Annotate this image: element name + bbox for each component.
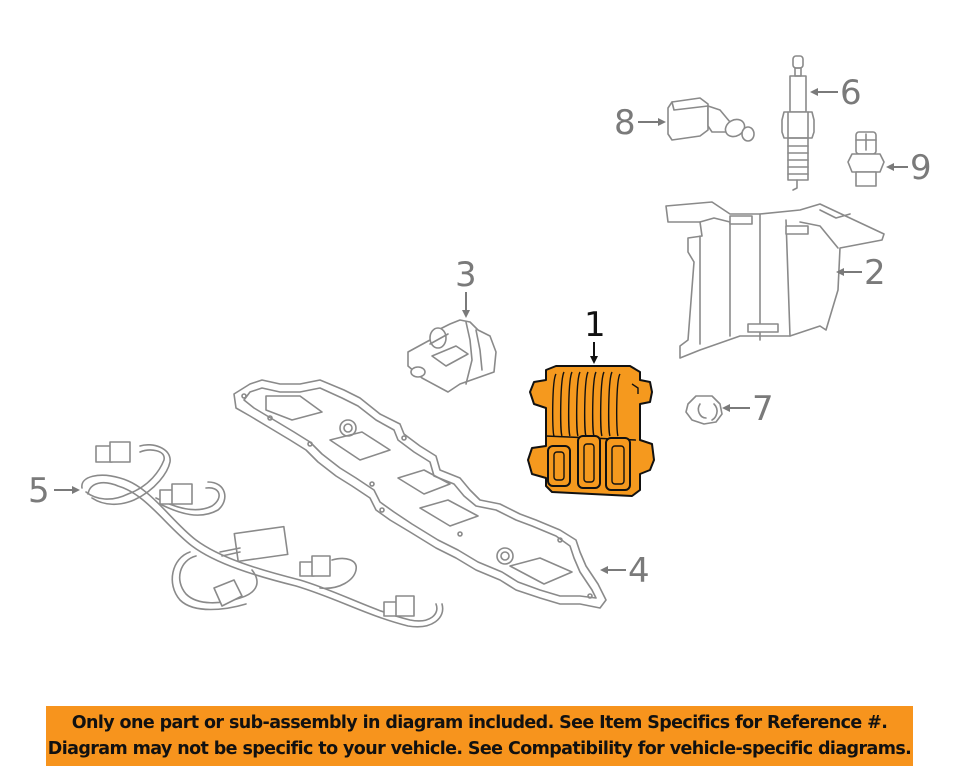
callout-label: 3 xyxy=(455,255,477,295)
callout-label: 1 xyxy=(584,305,606,345)
callout-label: 4 xyxy=(628,551,650,591)
disclaimer-line-1: Only one part or sub-assembly in diagram… xyxy=(71,713,888,733)
callout-label: 7 xyxy=(752,389,774,429)
sensor-part xyxy=(667,97,755,142)
callout-8: 8 xyxy=(614,103,666,143)
disclaimer-banner: Only one part or sub-assembly in diagram… xyxy=(46,706,913,766)
mounting-bracket-part xyxy=(665,201,885,359)
ignition-coil-part xyxy=(407,319,497,393)
callout-label: 5 xyxy=(28,471,50,511)
grommet-part xyxy=(685,395,723,425)
engine-control-module-part xyxy=(527,365,655,497)
callout-3: 3 xyxy=(455,255,477,318)
callout-label: 8 xyxy=(614,103,636,143)
spark-plug-part xyxy=(781,55,815,191)
coil-mounting-plate-part xyxy=(233,379,607,609)
callout-label: 6 xyxy=(840,73,862,113)
callout-label: 9 xyxy=(910,148,932,188)
callout-5: 5 xyxy=(28,471,80,511)
wiring-harness-part xyxy=(81,441,444,628)
callout-1: 1 xyxy=(584,305,606,364)
callout-4: 4 xyxy=(600,551,650,591)
callout-7: 7 xyxy=(722,389,774,429)
callout-6: 6 xyxy=(810,73,862,113)
disclaimer-line-2: Diagram may not be specific to your vehi… xyxy=(47,739,912,759)
callout-2: 2 xyxy=(836,253,886,293)
callout-9: 9 xyxy=(886,148,932,188)
pressure-switch-part xyxy=(847,131,885,187)
callout-label: 2 xyxy=(864,253,886,293)
